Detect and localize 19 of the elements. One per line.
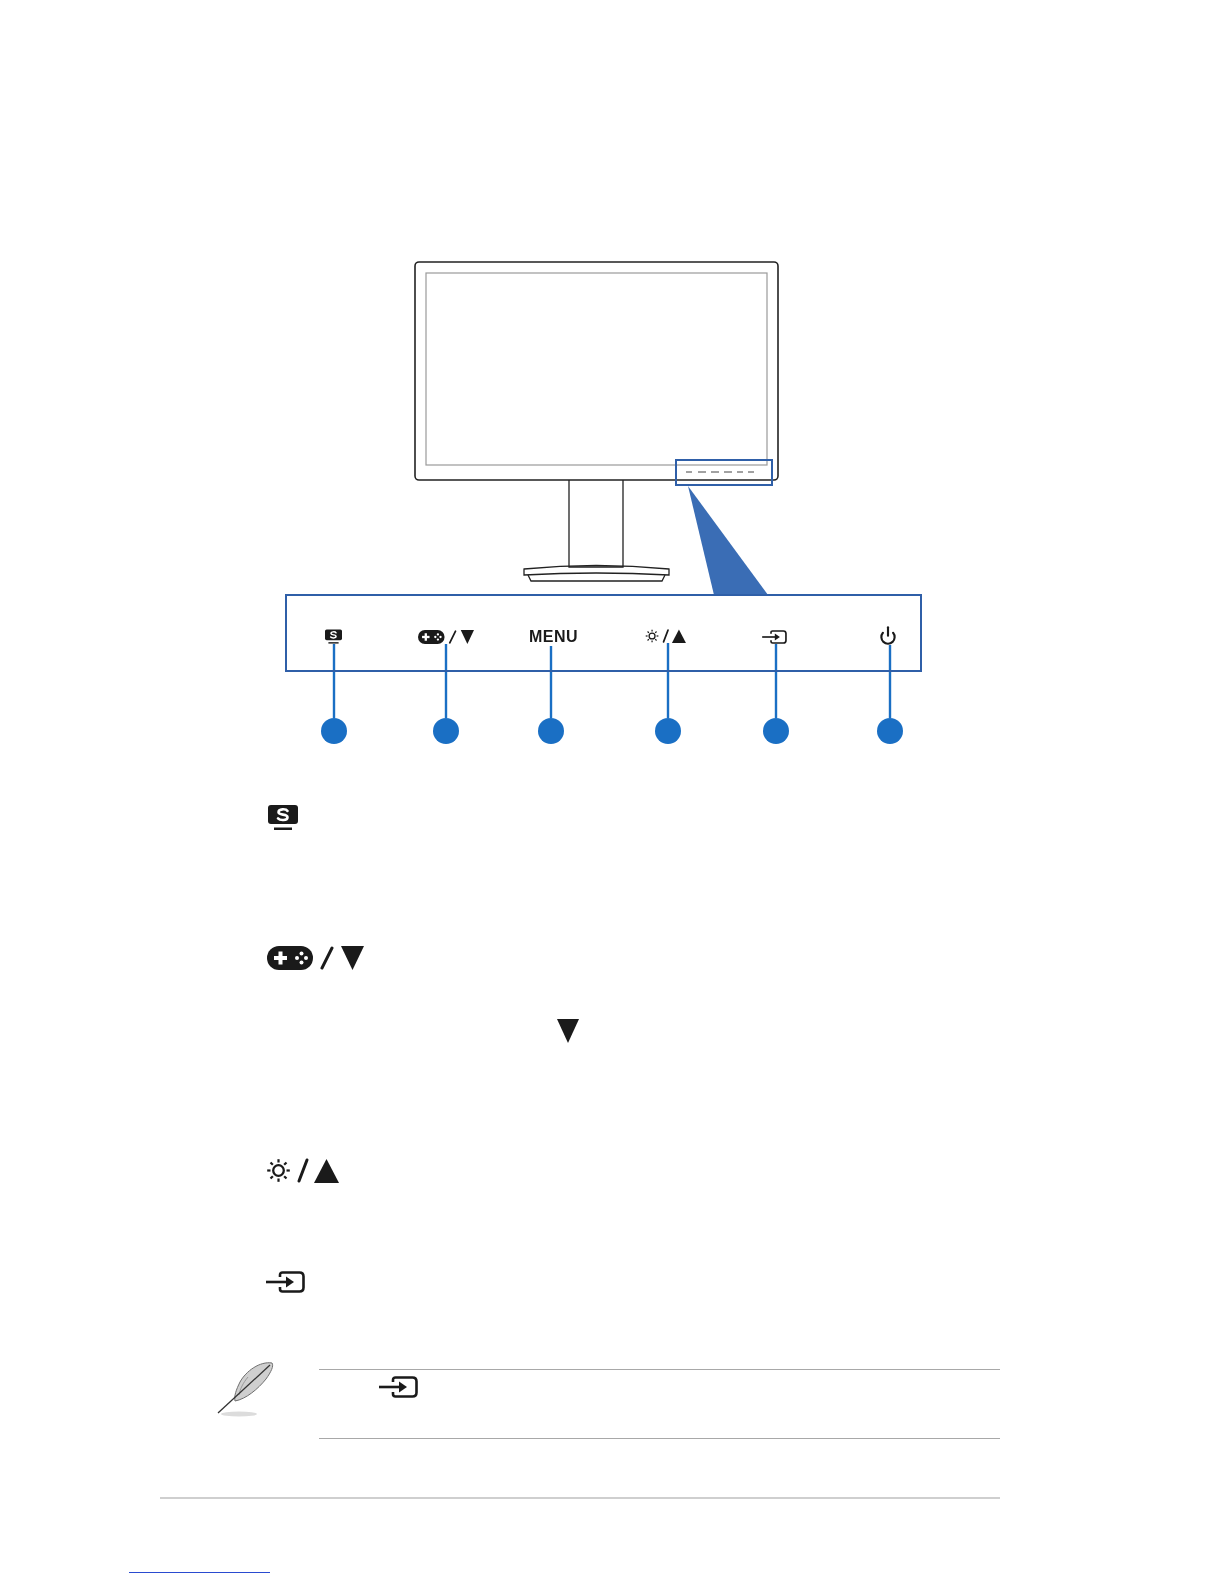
callout-circle [433, 718, 459, 744]
leader-line [888, 645, 892, 718]
button-label: MENU [529, 628, 579, 646]
leader-line [774, 644, 778, 718]
callout-circle [321, 718, 347, 744]
callout-circle [763, 718, 789, 744]
leader-line [549, 646, 553, 718]
leader-line [332, 644, 336, 718]
gamepad-down-icon [418, 630, 474, 644]
button-panel [285, 594, 922, 672]
callout-circle [538, 718, 564, 744]
leader-line [666, 643, 670, 718]
brightness-up-icon [645, 629, 686, 643]
callout-circle [877, 718, 903, 744]
callout-circle [655, 718, 681, 744]
input-icon [762, 630, 787, 644]
s-display-icon [325, 629, 342, 644]
leader-line [444, 644, 448, 718]
power-icon [879, 626, 897, 645]
